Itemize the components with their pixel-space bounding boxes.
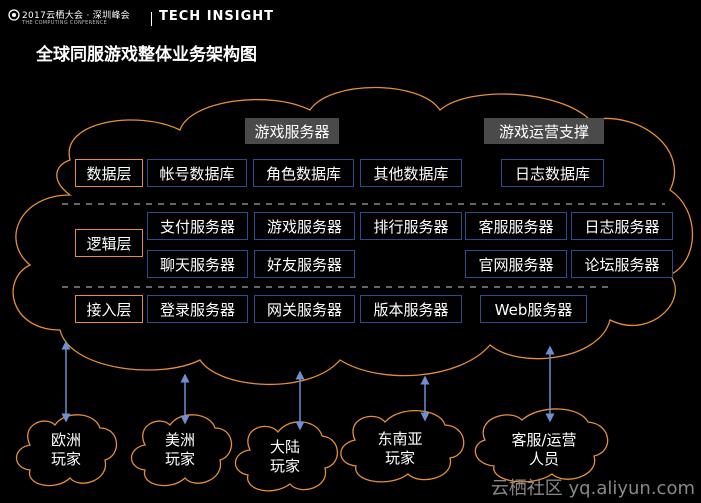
cloud-southeast-asia-outline: [340, 410, 465, 483]
node-account-db: 帐号数据库: [147, 159, 247, 187]
player-america: 美洲 玩家: [164, 431, 195, 468]
node-forum-server: 论坛服务器: [571, 250, 673, 278]
node-other-db: 其他数据库: [360, 159, 462, 187]
brand-title: TECH INSIGHT: [159, 9, 275, 24]
layer-label-data: 数据层: [75, 159, 143, 187]
player-operations: 客服/运营 人员: [511, 431, 577, 468]
node-chat-server: 聊天服务器: [147, 250, 248, 278]
node-log-server: 日志服务器: [571, 212, 673, 240]
node-gateway-server: 网关服务器: [254, 295, 355, 323]
node-game-server: 游戏服务器: [254, 212, 355, 240]
node-payment-server: 支付服务器: [147, 212, 248, 240]
node-website-server: 官网服务器: [465, 250, 567, 278]
conference-subtitle: THE COMPUTING CONFERENCE: [22, 20, 108, 26]
node-web-server: Web服务器: [480, 295, 587, 323]
header-divider: [151, 12, 152, 26]
node-customer-service-server: 客服服务器: [465, 212, 567, 240]
player-europe: 欧洲 玩家: [50, 431, 81, 468]
player-southeast-asia: 东南亚 玩家: [377, 430, 423, 467]
header-game-operations: 游戏运营支撑: [484, 118, 604, 144]
cloud-operations-outline: [474, 408, 609, 483]
cloud-america-outline: [130, 414, 233, 487]
node-version-server: 版本服务器: [360, 295, 462, 323]
node-friend-server: 好友服务器: [254, 250, 355, 278]
node-log-db: 日志数据库: [501, 159, 604, 187]
cloud-mainland-outline: [234, 421, 338, 492]
cloud-europe-outline: [15, 414, 118, 487]
node-login-server: 登录服务器: [147, 295, 248, 323]
watermark: 云栖社区 yq.aliyun.com: [490, 478, 695, 499]
header-game-servers: 游戏服务器: [245, 118, 339, 144]
node-ranking-server: 排行服务器: [360, 212, 462, 240]
layer-label-logic: 逻辑层: [75, 229, 143, 257]
page-title: 全球同服游戏整体业务架构图: [36, 45, 257, 65]
main-cloud-outline: [12, 86, 693, 386]
node-character-db: 角色数据库: [253, 159, 354, 187]
conference-name: 2017云栖大会 · 深圳峰会: [22, 11, 130, 21]
player-mainland: 大陆 玩家: [269, 438, 300, 475]
conference-logo-icon: [8, 9, 20, 21]
layer-label-access: 接入层: [75, 295, 143, 323]
